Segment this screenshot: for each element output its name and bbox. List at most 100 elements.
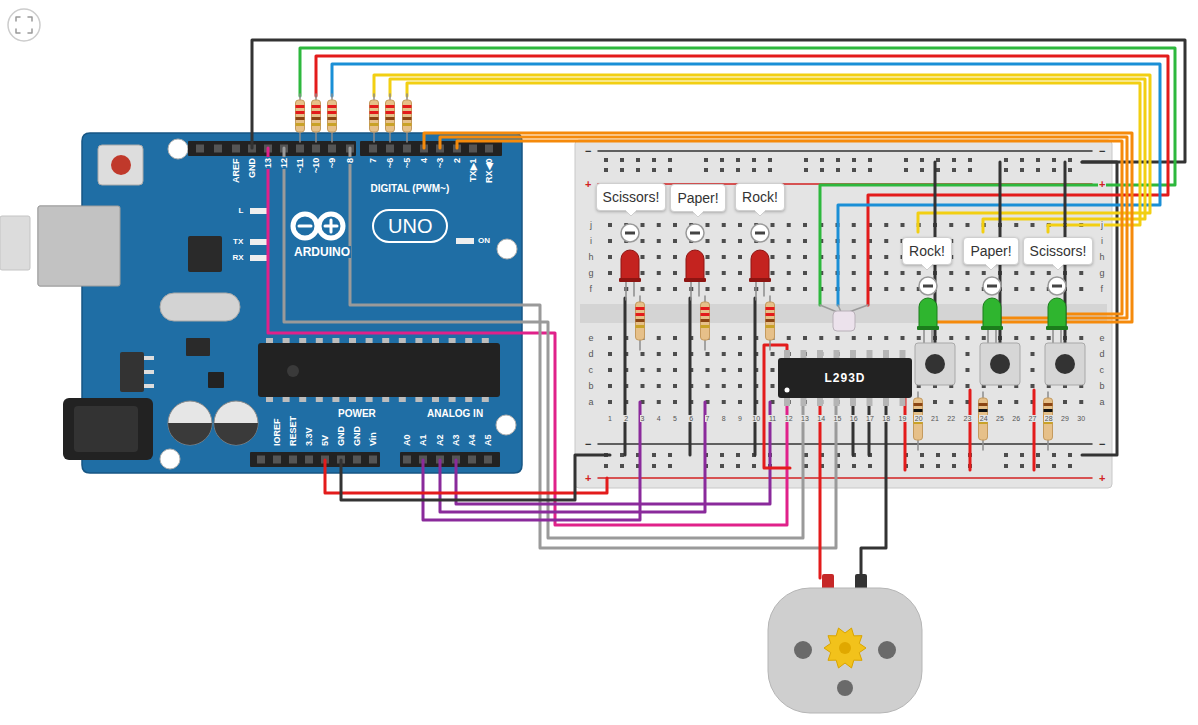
- row-letter: e: [588, 334, 595, 343]
- led: [1046, 298, 1068, 348]
- button-body: [915, 343, 955, 385]
- led-rim: [749, 278, 771, 282]
- breadboard-hole: [1036, 168, 1040, 172]
- polarity-badge: [1048, 277, 1066, 295]
- driver-chip: L293D: [778, 358, 912, 398]
- wire: [341, 455, 610, 500]
- column-number: 19: [898, 415, 908, 422]
- callout-bubble: Rock!: [902, 237, 952, 265]
- motor-shaft: [839, 642, 851, 654]
- breadboard-hole: [657, 239, 661, 243]
- wire: [268, 148, 787, 525]
- breadboard-hole: [604, 168, 608, 172]
- breadboard-hole: [968, 168, 972, 172]
- pointer-shape: [754, 210, 766, 216]
- polarity-badge: [919, 277, 937, 295]
- pin-label: 13: [264, 157, 273, 169]
- resistor-symbol: [701, 296, 710, 350]
- breadboard-hole: [1014, 223, 1018, 227]
- breadboard-hole: [868, 158, 872, 162]
- breadboard-hole: [673, 400, 677, 404]
- breadboard-hole: [771, 368, 775, 372]
- rail-line: [598, 477, 1092, 479]
- badge-ring: [1048, 277, 1066, 295]
- badge-minus: [987, 285, 997, 288]
- wire: [390, 79, 1145, 232]
- badge-ring: [751, 224, 769, 242]
- resistor-band: [328, 117, 337, 120]
- resistor-band: [296, 117, 305, 120]
- driver-pin: [900, 398, 906, 406]
- column-number: 24: [979, 415, 989, 422]
- breadboard-hole: [722, 255, 726, 259]
- chip-pin: [349, 397, 356, 402]
- breadboard-hole: [1052, 168, 1056, 172]
- breadboard-hole: [920, 158, 924, 162]
- breadboard-hole: [652, 464, 656, 468]
- breadboard-hole: [771, 352, 775, 356]
- breadboard-hole: [933, 400, 937, 404]
- badge-minus: [690, 232, 700, 235]
- breadboard-hole: [657, 368, 661, 372]
- breadboard-hole: [917, 271, 921, 275]
- breadboard-hole: [952, 453, 956, 457]
- badge-ring: [686, 224, 704, 242]
- led: [619, 250, 641, 300]
- driver-pin: [867, 398, 873, 406]
- resistor-band: [328, 105, 337, 108]
- chip-pin: [266, 397, 273, 402]
- breadboard-hole: [608, 384, 612, 388]
- breadboard-hole: [722, 384, 726, 388]
- breadboard-hole: [722, 352, 726, 356]
- led-label: RX: [232, 254, 245, 262]
- breadboard-hole: [1068, 464, 1072, 468]
- header-pin: [312, 145, 320, 153]
- column-number: 1: [607, 415, 613, 422]
- icon-corner: [16, 17, 20, 21]
- breadboard-hole: [657, 400, 661, 404]
- breadboard-hole: [819, 336, 823, 340]
- chip-pin: [382, 338, 389, 343]
- row-letter: j: [589, 221, 593, 230]
- breadboard-hole: [804, 453, 808, 457]
- callout-pointer: [754, 210, 766, 217]
- chip-pin: [432, 338, 439, 343]
- breadboard-hole: [738, 271, 742, 275]
- chip-pin: [266, 338, 273, 343]
- logo-outline: [373, 210, 447, 242]
- mounting-hole: [168, 139, 188, 159]
- breadboard-hole: [952, 464, 956, 468]
- breadboard-hole: [636, 168, 640, 172]
- button-cap: [925, 354, 945, 374]
- breadboard-hole: [904, 168, 908, 172]
- led-leg: [625, 282, 627, 300]
- regulator-leg: [144, 356, 154, 360]
- pin-label: 4: [420, 157, 429, 164]
- breadboard-hole: [1031, 352, 1035, 356]
- breadboard-hole: [738, 223, 742, 227]
- chip-pin: [332, 397, 339, 402]
- breadboard-hole: [1020, 168, 1024, 172]
- motor-screw: [794, 641, 812, 659]
- breadboard-hole: [738, 255, 742, 259]
- pin-label: A3: [452, 433, 461, 447]
- callout-pointer: [985, 264, 997, 271]
- breadboard-hole: [738, 239, 742, 243]
- pin-label: GND: [337, 425, 346, 447]
- wire: [819, 406, 822, 578]
- column-number: 20: [914, 415, 924, 422]
- resistor-symbol: [328, 94, 337, 142]
- breadboard-hole: [771, 287, 775, 291]
- header-pin: [403, 456, 411, 464]
- breadboard-hole: [966, 384, 970, 388]
- pin-label: A4: [468, 433, 477, 447]
- led-label: L: [238, 207, 245, 215]
- breadboard-hole: [641, 255, 645, 259]
- breadboard-hole: [884, 287, 888, 291]
- driver-pin: [817, 350, 823, 358]
- breadboard-hole: [673, 239, 677, 243]
- resistor-band: [296, 105, 305, 108]
- breadboard-hole: [804, 464, 808, 468]
- breadboard-hole: [668, 464, 672, 468]
- breadboard-hole: [787, 223, 791, 227]
